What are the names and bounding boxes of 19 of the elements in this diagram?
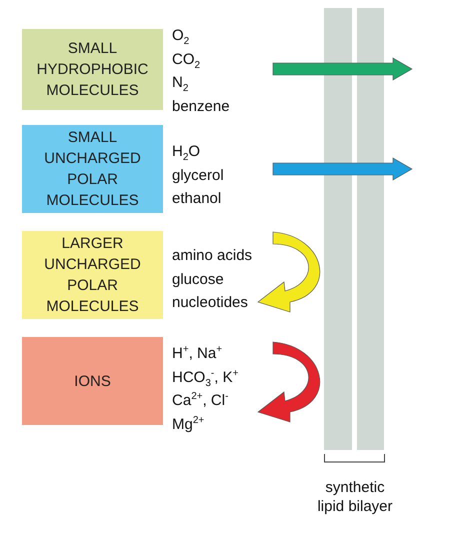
category-box: IONS <box>22 337 163 425</box>
molecule-name: amino acids <box>172 246 252 266</box>
caption: synthetic lipid bilayer <box>316 478 394 516</box>
molecule-name: Mg$^{2+}$ <box>172 414 206 434</box>
molecule-name: H$_{2}$O <box>172 142 202 164</box>
molecule-name: CO$_{2}$ <box>172 50 202 71</box>
category-box: LARGER UNCHARGED POLAR MOLECULES <box>22 231 163 319</box>
molecule-name: N$_{2}$ <box>172 73 190 94</box>
molecule-name: HCO$_{3}$$^{-}$, K$^{+}$ <box>172 366 238 389</box>
category-box: SMALL HYDROPHOBIC MOLECULES <box>22 29 163 110</box>
molecule-name: glucose <box>172 270 225 290</box>
molecule-name: benzene <box>172 96 230 116</box>
molecule-name: nucleotides <box>172 293 249 313</box>
category-box: SMALL UNCHARGED POLAR MOLECULES <box>22 125 163 213</box>
molecule-name: Ca$^{2+}$, Cl$^{-}$ <box>172 390 230 411</box>
molecule-name: ethanol <box>172 189 222 209</box>
molecule-name: glycerol <box>172 166 224 186</box>
molecule-name: H$^{+}$, Na$^{+}$ <box>172 343 224 364</box>
molecule-name: O$_{2}$ <box>172 26 190 48</box>
